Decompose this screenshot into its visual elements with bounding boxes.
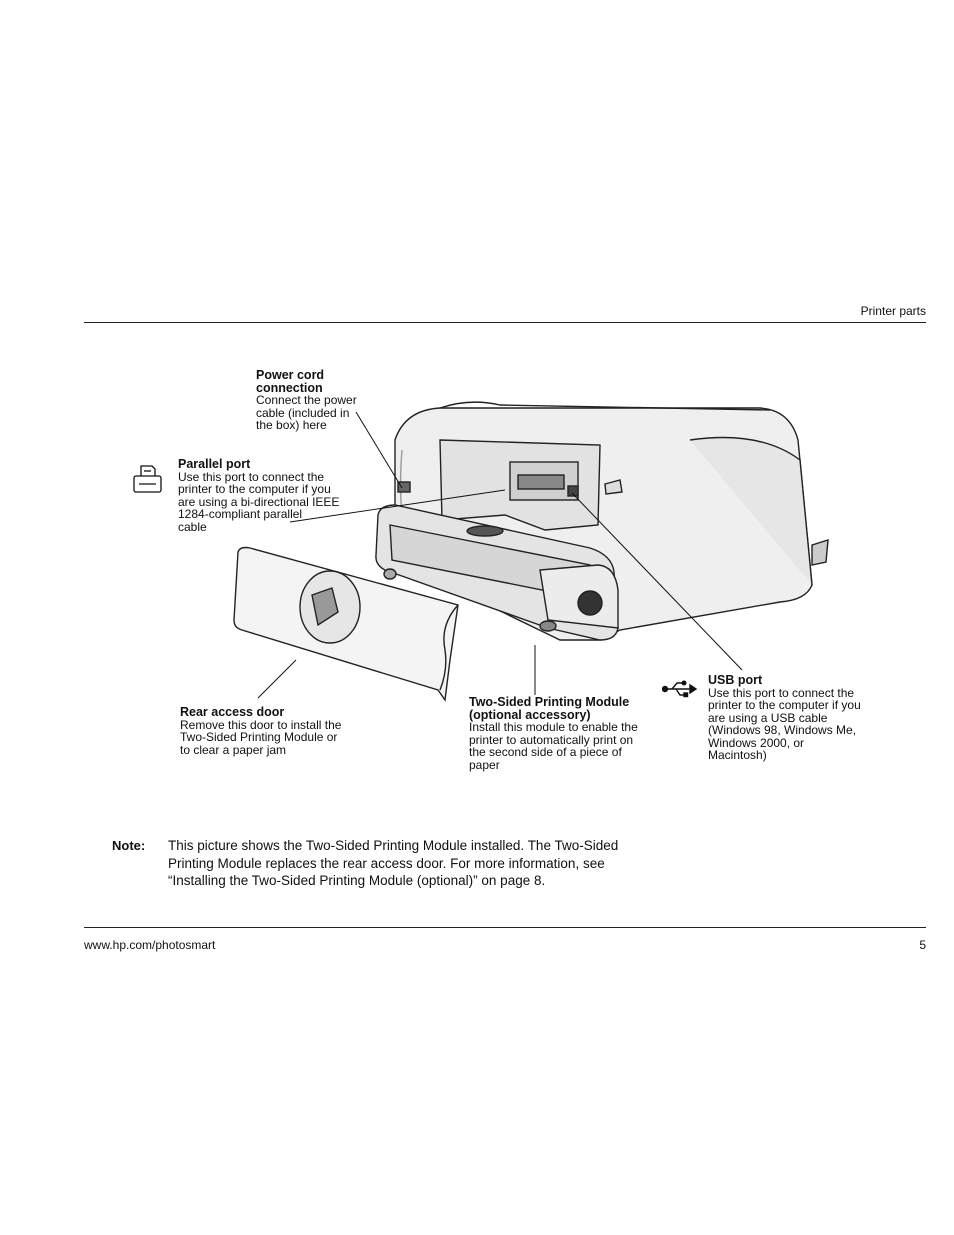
footer-rule [84, 927, 926, 928]
callout-power-cord: Power cord connection Connect the power … [256, 369, 376, 432]
printer-parallel-icon [132, 464, 164, 496]
note-label: Note: [112, 838, 145, 853]
two-sided-module-title: Two-Sided Printing Module (optional acce… [469, 696, 659, 721]
callout-parallel-port: Parallel port Use this port to connect t… [178, 458, 368, 533]
callout-two-sided-module: Two-Sided Printing Module (optional acce… [469, 696, 659, 771]
rear-door-title: Rear access door [180, 706, 370, 719]
footer-url: www.hp.com/photosmart [84, 938, 215, 952]
rear-door-description: Remove this door to install the Two-Side… [180, 719, 370, 757]
callout-usb-port: USB port Use this port to connect the pr… [708, 674, 898, 762]
parallel-port-description: Use this port to connect the printer to … [178, 471, 368, 534]
power-cord-description: Connect the power cable (included in the… [256, 394, 376, 432]
two-sided-module-description: Install this module to enable the printe… [469, 721, 659, 771]
usb-port-description: Use this port to connect the printer to … [708, 687, 898, 762]
note-text: This picture shows the Two-Sided Printin… [168, 837, 638, 890]
usb-port-title: USB port [708, 674, 898, 687]
power-cord-title: Power cord connection [256, 369, 376, 394]
parallel-port-title: Parallel port [178, 458, 368, 471]
usb-icon [662, 680, 698, 698]
page-number: 5 [919, 938, 926, 952]
callout-rear-access-door: Rear access door Remove this door to ins… [180, 706, 370, 756]
